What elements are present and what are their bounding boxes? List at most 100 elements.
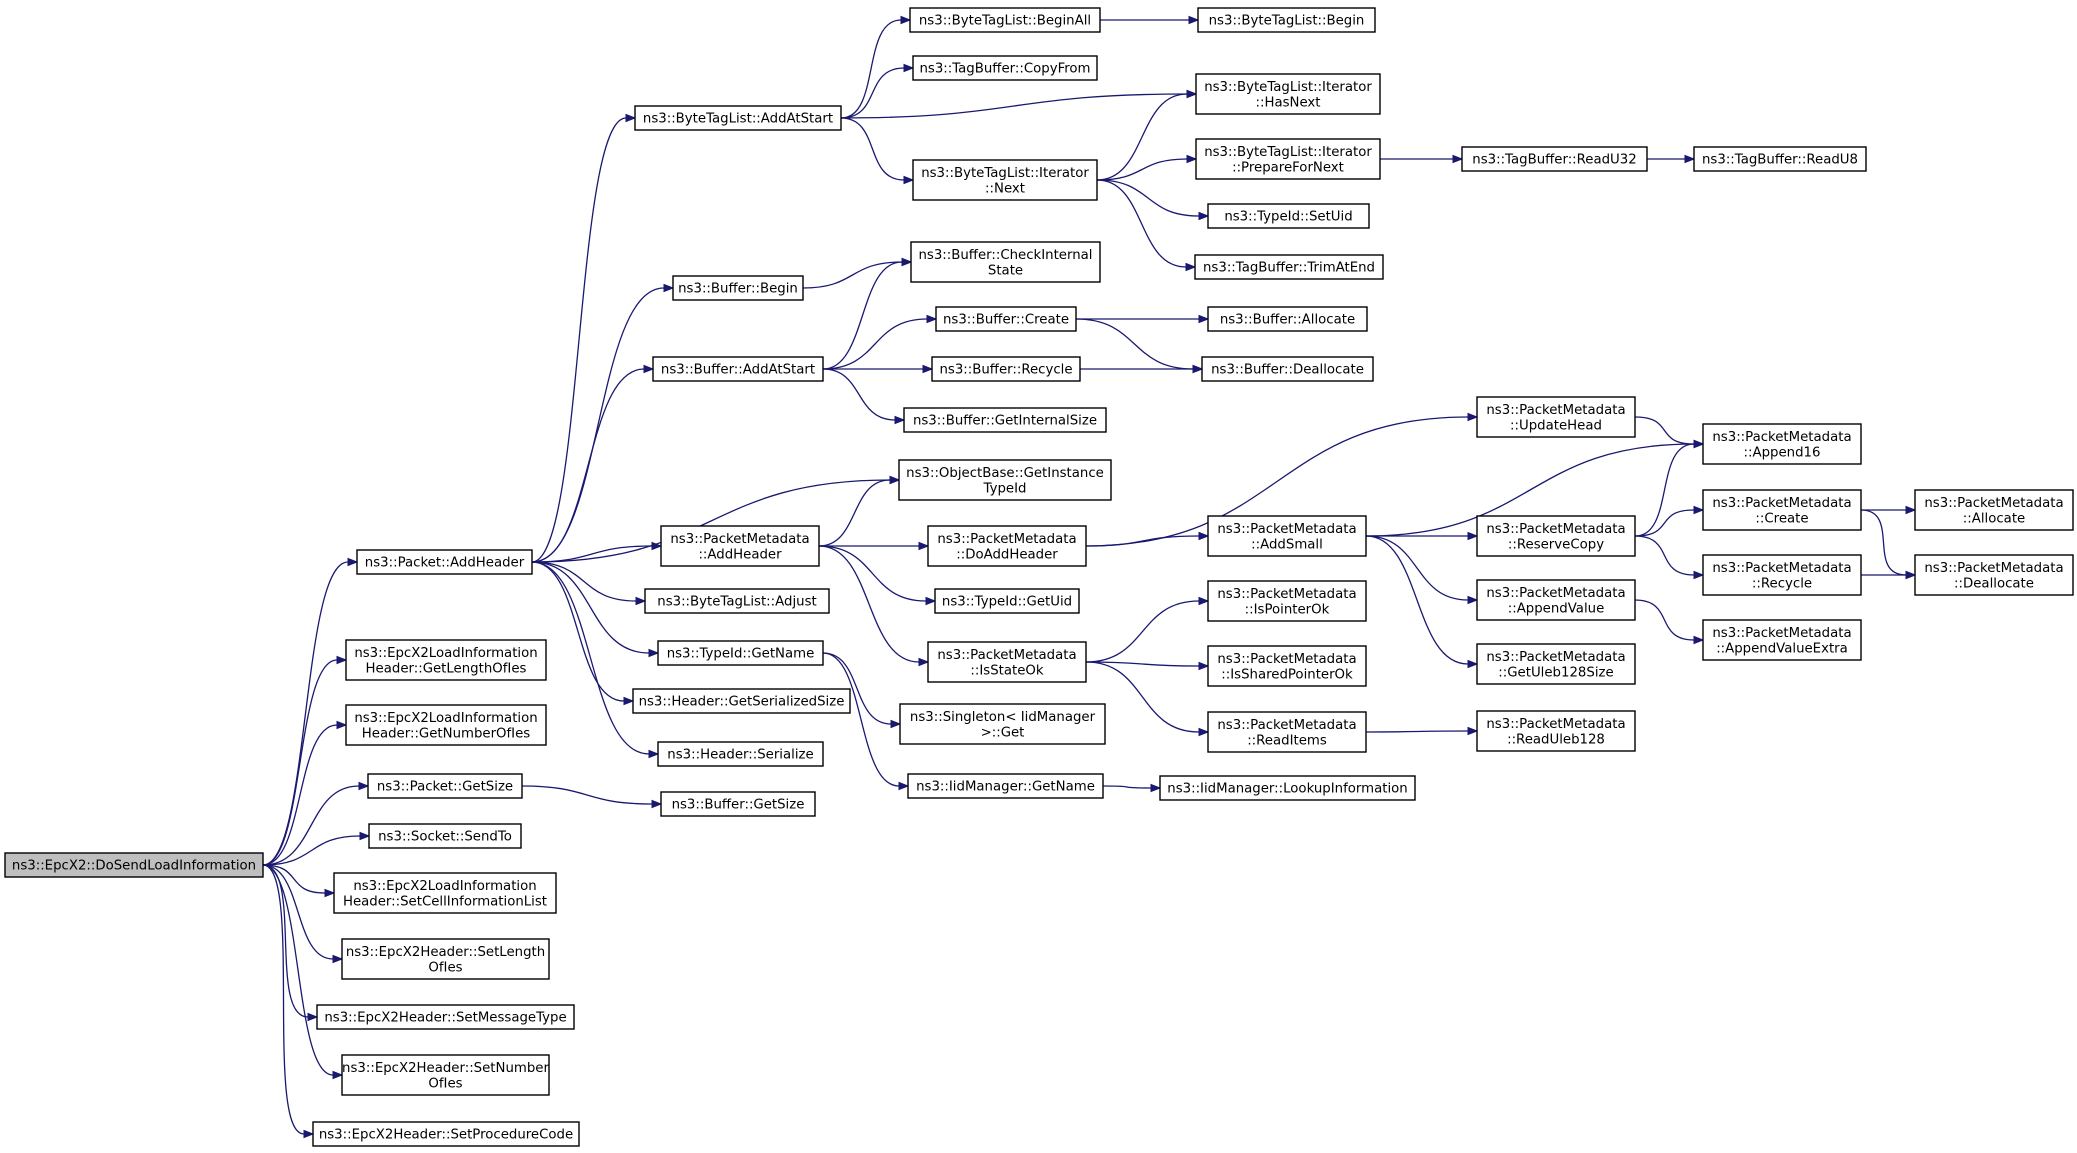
- node-box: [312, 1121, 580, 1147]
- node-box: [652, 356, 824, 382]
- node-pm-is-state-ok[interactable]: ns3::PacketMetadata::IsStateOk: [927, 641, 1087, 683]
- node-buf-get-size[interactable]: ns3::Buffer::GetSize: [660, 791, 816, 817]
- node-hdr-get-ser-size[interactable]: ns3::Header::GetSerializedSize: [632, 688, 851, 714]
- node-label: ns3::ObjectBase::GetInstance: [906, 466, 1104, 481]
- node-iid-lookup[interactable]: ns3::IidManager::LookupInformation: [1159, 775, 1416, 801]
- node-box: [1207, 580, 1367, 622]
- node-label: OfIes: [428, 1076, 462, 1091]
- node-type-set-uid[interactable]: ns3::TypeId::SetUid: [1207, 203, 1370, 229]
- node-set-cell-info[interactable]: ns3::EpcX2LoadInformationHeader::SetCell…: [333, 872, 557, 914]
- edge-arrowhead: [922, 364, 934, 374]
- node-label: ns3::EpcX2Header::SetNumber: [342, 1061, 549, 1076]
- node-buf-recycle[interactable]: ns3::Buffer::Recycle: [931, 356, 1081, 382]
- edge-arrowhead: [1198, 727, 1210, 737]
- edge-type-get-name-to-iid-get-name: [822, 652, 900, 787]
- node-pm-add-header[interactable]: ns3::PacketMetadata::AddHeader: [660, 525, 820, 567]
- node-tb-copy-from[interactable]: ns3::TagBuffer::CopyFrom: [912, 55, 1098, 81]
- node-buf-allocate[interactable]: ns3::Buffer::Allocate: [1207, 306, 1368, 332]
- call-edge: [531, 561, 647, 606]
- node-get-number-of-ies[interactable]: ns3::EpcX2LoadInformationHeader::GetNumb…: [345, 704, 547, 746]
- edge-arrowhead: [307, 1012, 319, 1022]
- node-pm-read-uleb[interactable]: ns3::PacketMetadata::ReadUleb128: [1476, 710, 1636, 752]
- node-buf-deallocate[interactable]: ns3::Buffer::Deallocate: [1201, 356, 1374, 382]
- edge-arrowhead: [648, 648, 660, 658]
- node-pm-reserve-copy[interactable]: ns3::PacketMetadata::ReserveCopy: [1476, 515, 1636, 557]
- node-set-message-type[interactable]: ns3::EpcX2Header::SetMessageType: [316, 1004, 575, 1030]
- edge-pm-add-small-to-pm-append16: [1365, 443, 1695, 537]
- node-btl-it-next[interactable]: ns3::ByteTagList::Iterator::Next: [912, 159, 1098, 201]
- edge-arrowhead: [643, 364, 655, 374]
- node-label: TypeId: [983, 481, 1027, 496]
- node-box: [1207, 645, 1367, 687]
- node-pm-allocate[interactable]: ns3::PacketMetadata::Allocate: [1914, 489, 2074, 531]
- node-pm-update-head[interactable]: ns3::PacketMetadata::UpdateHead: [1476, 396, 1636, 438]
- node-label: ::AddHeader: [698, 547, 782, 562]
- node-pm-deallocate[interactable]: ns3::PacketMetadata::Deallocate: [1914, 554, 2074, 596]
- call-edge: [1096, 89, 1198, 181]
- edge-arrowhead: [648, 749, 660, 759]
- node-buf-get-internal-size[interactable]: ns3::Buffer::GetInternalSize: [903, 407, 1107, 433]
- edge-add-header-to-hdr-get-ser-size: [531, 561, 625, 702]
- node-box: [1476, 515, 1636, 557]
- node-label: ::IsSharedPointerOk: [1221, 667, 1353, 682]
- node-add-header[interactable]: ns3::Packet::AddHeader: [356, 549, 533, 575]
- node-label: ns3::Buffer::Begin: [678, 282, 798, 297]
- node-singleton-get[interactable]: ns3::Singleton< IidManager>::Get: [899, 703, 1106, 745]
- node-pm-add-small[interactable]: ns3::PacketMetadata::AddSmall: [1207, 515, 1367, 557]
- call-edge: [818, 475, 901, 547]
- node-btl-begin-all[interactable]: ns3::ByteTagList::BeginAll: [909, 7, 1101, 33]
- node-label: ns3::PacketMetadata: [1217, 522, 1356, 537]
- node-pm-append16[interactable]: ns3::PacketMetadata::Append16: [1702, 423, 1862, 465]
- call-edge: [1075, 314, 1210, 324]
- node-box: [333, 872, 557, 914]
- node-pm-recycle[interactable]: ns3::PacketMetadata::Recycle: [1702, 554, 1862, 596]
- node-btl-add-at-start[interactable]: ns3::ByteTagList::AddAtStart: [634, 105, 842, 131]
- node-type-get-uid[interactable]: ns3::TypeId::GetUid: [934, 588, 1080, 614]
- node-label: ns3::PacketMetadata: [937, 648, 1076, 663]
- node-pm-append-value-extra[interactable]: ns3::PacketMetadata::AppendValueExtra: [1702, 619, 1862, 661]
- node-buf-add-at-start[interactable]: ns3::Buffer::AddAtStart: [652, 356, 824, 382]
- node-label: ::Recycle: [1752, 576, 1812, 591]
- node-pm-append-value[interactable]: ns3::PacketMetadata::AppendValue: [1476, 579, 1636, 621]
- node-tb-read-u8[interactable]: ns3::TagBuffer::ReadU8: [1693, 146, 1867, 172]
- node-label: ::Allocate: [1963, 511, 2025, 526]
- node-pm-create[interactable]: ns3::PacketMetadata::Create: [1702, 489, 1862, 531]
- node-hdr-serialize[interactable]: ns3::Header::Serialize: [657, 741, 824, 767]
- node-pm-do-add-header[interactable]: ns3::PacketMetadata::DoAddHeader: [927, 525, 1087, 567]
- node-box: [907, 773, 1104, 799]
- node-tb-trim-at-end[interactable]: ns3::TagBuffer::TrimAtEnd: [1194, 254, 1384, 280]
- node-btl-adjust[interactable]: ns3::ByteTagList::Adjust: [644, 588, 830, 614]
- node-btl-begin[interactable]: ns3::ByteTagList::Begin: [1197, 7, 1376, 33]
- edge-buf-create-to-buf-deallocate: [1075, 318, 1194, 370]
- node-tb-read-u32[interactable]: ns3::TagBuffer::ReadU32: [1461, 146, 1648, 172]
- node-buf-begin[interactable]: ns3::Buffer::Begin: [672, 275, 804, 301]
- node-buf-create[interactable]: ns3::Buffer::Create: [935, 306, 1077, 332]
- node-get-length-of-ies[interactable]: ns3::EpcX2LoadInformationHeader::GetLeng…: [345, 639, 547, 681]
- node-pm-is-shared-pointer-ok[interactable]: ns3::PacketMetadata::IsSharedPointerOk: [1207, 645, 1367, 687]
- edge-root-to-set-number-of-ies: [262, 864, 334, 1076]
- node-box: [632, 688, 851, 714]
- edge-add-header-to-buf-begin: [531, 287, 665, 563]
- node-btl-it-prepare[interactable]: ns3::ByteTagList::Iterator::PrepareForNe…: [1195, 138, 1381, 180]
- node-box: [1195, 138, 1381, 180]
- node-type-get-name[interactable]: ns3::TypeId::GetName: [657, 640, 824, 666]
- edge-arrowhead: [1185, 262, 1197, 272]
- node-iid-get-name[interactable]: ns3::IidManager::GetName: [907, 773, 1104, 799]
- node-root[interactable]: ns3::EpcX2::DoSendLoadInformation: [4, 852, 264, 878]
- edge-arrowhead: [903, 63, 915, 73]
- node-send-to[interactable]: ns3::Socket::SendTo: [368, 823, 522, 849]
- node-pm-get-uleb[interactable]: ns3::PacketMetadata::GetUleb128Size: [1476, 643, 1636, 685]
- call-edge: [1861, 505, 1917, 515]
- node-set-proc-code[interactable]: ns3::EpcX2Header::SetProcedureCode: [312, 1121, 580, 1147]
- node-pm-is-pointer-ok[interactable]: ns3::PacketMetadata::IsPointerOk: [1207, 580, 1367, 622]
- node-btl-it-has-next[interactable]: ns3::ByteTagList::Iterator::HasNext: [1195, 73, 1381, 115]
- node-pm-read-items[interactable]: ns3::PacketMetadata::ReadItems: [1207, 711, 1367, 753]
- node-packet-get-size[interactable]: ns3::Packet::GetSize: [367, 773, 523, 799]
- call-edge: [1634, 505, 1705, 537]
- node-box: [1194, 254, 1384, 280]
- edge-arrowhead: [336, 720, 348, 730]
